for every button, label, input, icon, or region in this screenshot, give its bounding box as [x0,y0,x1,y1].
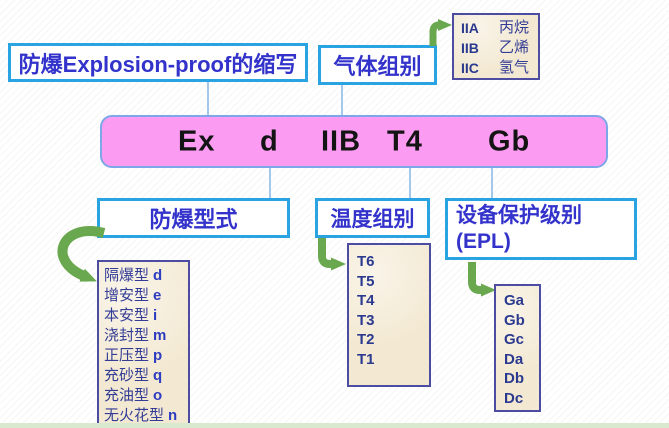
elbow-arrow-temperature-icon [318,238,346,271]
protection-code: e [153,287,162,304]
protection-code: n [168,407,178,424]
protection-code: o [153,387,163,404]
connector-gasgroup-to-code [341,85,343,115]
epl-title-line1: 设备保护级别 [456,203,582,227]
list-item: Gc [504,331,525,348]
protection-name: 充砂型 [104,368,150,384]
abbrev-label: 防爆Explosion-proof的缩写 [18,51,298,77]
epl-title-box: 设备保护级别 (EPL) [445,198,637,260]
protection-name: 浇封型 [104,328,150,344]
gas-example-name: 丙烷 [498,20,529,36]
gas-group-code: IIC [461,60,479,76]
slide-bottom-accent-band [0,423,669,428]
gas-examples-list: IIA 丙烷 IIB 乙烯 IIC 氢气 [452,13,540,80]
gas-group-code: IIB [461,40,479,56]
code-token-ex: Ex [178,125,216,157]
connector-code-to-protection [269,168,271,198]
gas-group-code: IIA [461,20,479,36]
code-token-iib: IIB [321,125,362,157]
epl-levels-list: Ga Gb Gc Da Db Dc [494,284,541,412]
list-item: Gb [504,311,525,329]
protection-name: 隔爆型 [104,268,150,284]
gas-example-name: 乙烯 [498,40,529,56]
protection-code: i [153,307,158,324]
epl-title-line2: (EPL) [456,230,511,253]
list-item: Db [504,370,524,387]
list-item: IIB 乙烯 [461,38,529,58]
connector-code-to-temperature [409,168,411,198]
list-item: Dc [504,389,524,407]
list-item: Ga [504,292,525,309]
curved-arrow-protection-icon [57,226,106,282]
connector-abbrev-to-code [207,82,209,115]
protection-type-title: 防爆型式 [149,207,238,232]
protection-code: p [153,347,163,364]
temperature-class-title-box: 温度组别 [315,198,430,238]
code-token-t4: T4 [387,125,423,157]
protection-type-title-box: 防爆型式 [97,198,290,238]
protection-name: 本安型 [104,308,150,324]
gas-example-name: 氢气 [498,60,529,76]
gas-group-label-box: 气体组别 [318,45,437,85]
list-item: T6 [357,253,375,270]
temperature-classes-list: T6 T5 T4 T3 T2 T1 [347,243,431,387]
protection-code: d [153,267,163,284]
protection-name: 增安型 [104,288,150,304]
abbrev-label-box: 防爆Explosion-proof的缩写 [8,43,308,82]
temperature-class-title: 温度组别 [330,208,415,231]
code-token-d: d [260,125,279,157]
list-item: T2 [357,331,375,348]
list-item: Da [504,350,524,368]
list-item: T4 [357,292,375,309]
list-item: T1 [357,350,375,368]
gas-group-label: 气体组别 [333,54,422,79]
list-item: T5 [357,272,375,290]
curved-arrow-gas-icon [429,19,452,46]
protection-code: q [153,367,163,384]
protection-name: 无火花型 [104,408,165,424]
list-item: IIC 氢气 [461,58,529,78]
connector-code-to-epl [491,168,493,198]
elbow-arrow-epl-icon [468,262,496,297]
protection-code: m [153,327,167,344]
protection-name: 充油型 [104,388,150,404]
list-item: T3 [357,311,375,329]
ex-marking-code-box: Ex d IIB T4 Gb [100,115,608,168]
code-token-gb: Gb [488,125,531,157]
protection-name: 正压型 [104,348,150,364]
list-item: IIA 丙烷 [461,18,529,38]
